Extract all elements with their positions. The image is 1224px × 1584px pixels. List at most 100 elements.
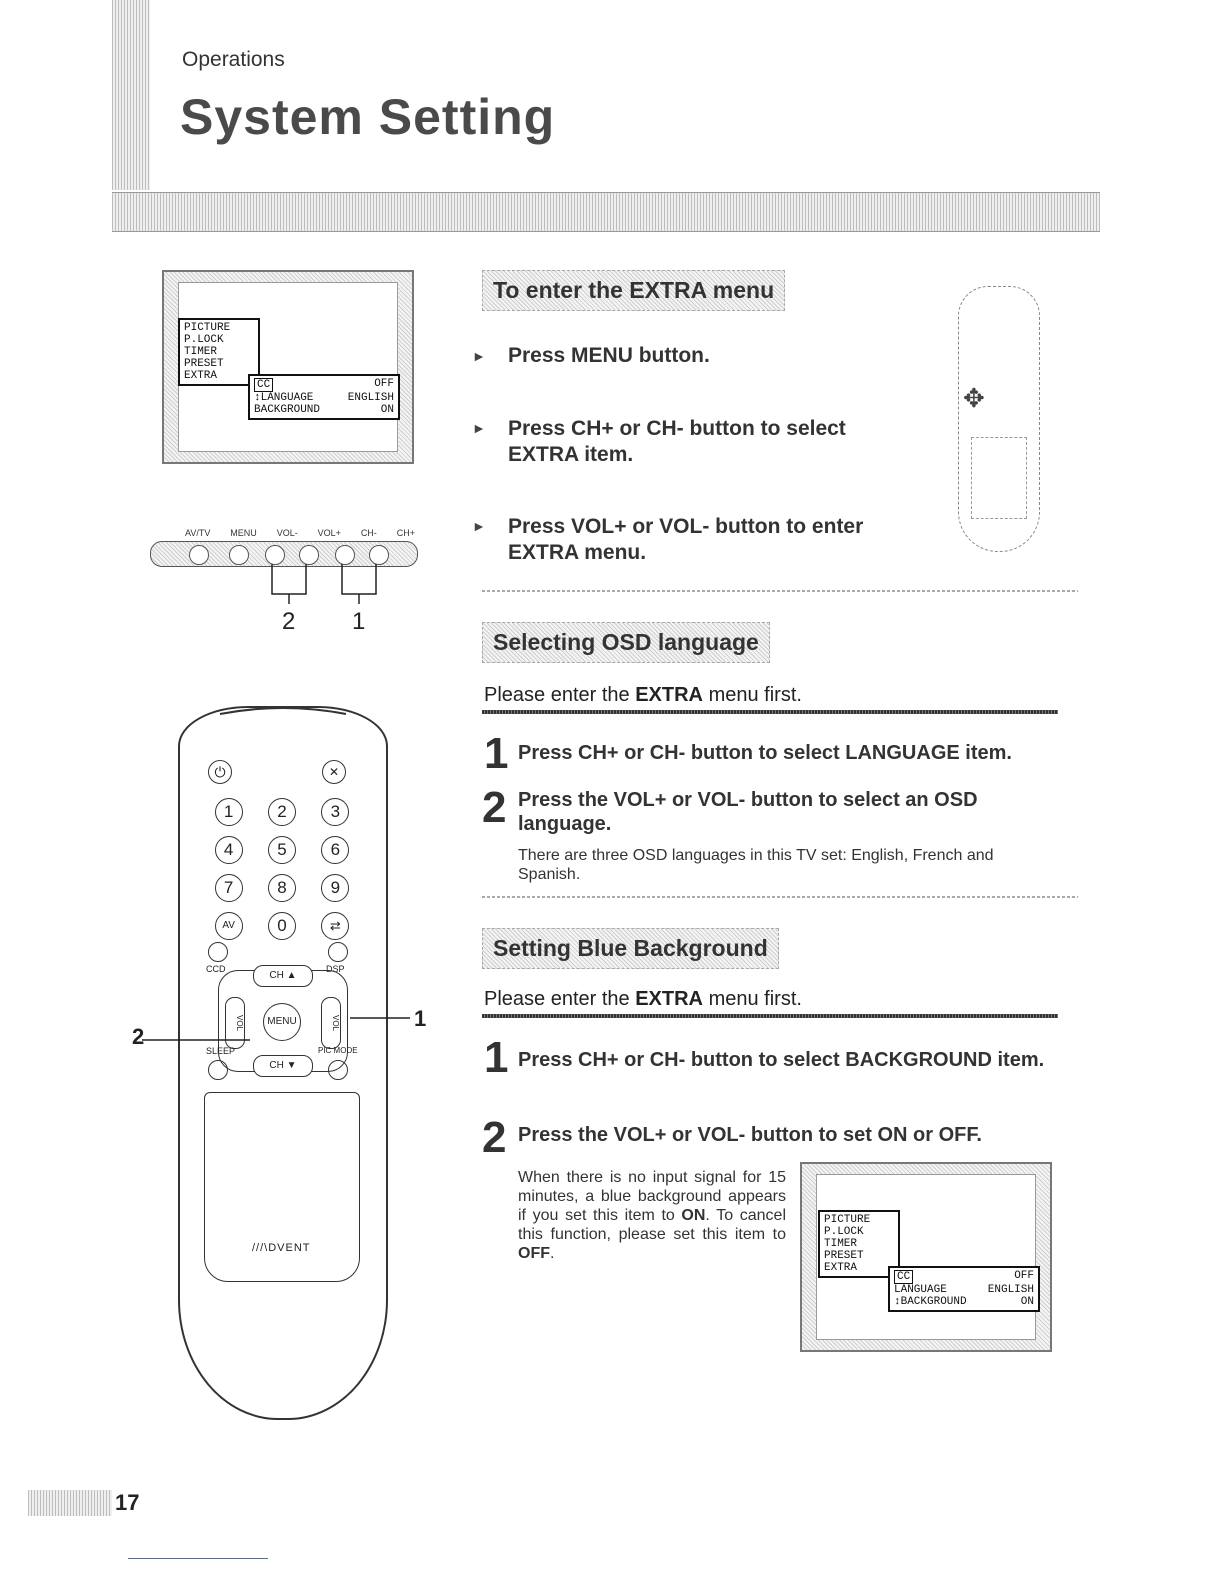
step-text: Press VOL+ or VOL- button to enter EXTRA…	[508, 515, 864, 564]
key-4: 4	[214, 836, 243, 864]
panel-label: VOL-	[276, 528, 298, 538]
note-text: When there is no input signal for 15 min…	[518, 1169, 786, 1224]
step-heading: Press CH+ or CH- button to select BACKGR…	[518, 1049, 1045, 1071]
page-number-tab	[28, 1490, 112, 1516]
intro-text: menu first.	[703, 988, 802, 1010]
step-heading: Press the VOL+ or VOL- button to set ON …	[518, 1124, 982, 1146]
panel-callout-2: 2	[282, 608, 296, 635]
osd-main-menu: PICTURE P.LOCK TIMER PRESET EXTRA	[178, 318, 260, 386]
intro-text: menu first.	[703, 684, 802, 706]
bullet-arrow-icon: ►	[472, 518, 486, 534]
remote-top-curve	[219, 708, 347, 715]
ch-down-button: CH ▼	[253, 1055, 313, 1077]
vol-right-label: VOL	[331, 1014, 340, 1031]
note-text: .	[550, 1245, 555, 1262]
key-av: AV	[214, 912, 243, 940]
step-number: 2	[482, 783, 507, 832]
step-number: 1	[484, 1033, 509, 1082]
ch-up-label: CH	[269, 970, 284, 981]
side-decoration-strip	[112, 0, 150, 190]
key-2: 2	[267, 798, 296, 826]
intro-text: Please enter the	[484, 684, 636, 706]
osd-language-intro: Please enter the EXTRA menu first.	[484, 684, 802, 707]
osd-item: PRESET	[184, 358, 224, 370]
panel-label: AV/TV	[185, 528, 211, 538]
ccd-label: CCD	[206, 964, 226, 974]
panel-button	[229, 545, 249, 565]
panel-label: MENU	[230, 528, 257, 538]
background-label: ↕BACKGROUND	[894, 1296, 967, 1308]
nav-cluster: CH ▲ CH ▼ MENU VOL VOL	[218, 965, 348, 1077]
key-5: 5	[267, 836, 296, 864]
section-rule	[482, 710, 1058, 714]
remote-callout-1: 1	[414, 1006, 427, 1031]
panel-button	[265, 545, 285, 565]
osd-sub-menu: CC OFF ↕LANGUAGE ENGLISH BACKGROUND ON	[248, 374, 400, 420]
panel-label: VOL+	[317, 528, 341, 538]
cc-value: OFF	[1014, 1270, 1034, 1282]
key-3: 3	[321, 798, 350, 826]
tv-panel-labels: AV/TV MENU VOL- VOL+ CH- CH+	[185, 528, 415, 538]
section-heading-blue-background: Setting Blue Background	[482, 928, 779, 969]
remote-mini-lid	[971, 437, 1027, 519]
osd-sub-menu: CC OFF LANGUAGE ENGLISH ↕BACKGROUND ON	[888, 1266, 1040, 1312]
dsp-button	[328, 942, 348, 962]
background-label: BACKGROUND	[254, 404, 321, 416]
divider	[482, 896, 1078, 898]
step-number: 1	[484, 729, 509, 778]
step-number: 2	[482, 1113, 507, 1162]
step-heading: Press the VOL+ or VOL- button to select …	[518, 789, 978, 835]
blue-background-intro: Please enter the EXTRA menu first.	[484, 988, 802, 1011]
osd-item: P.LOCK	[184, 334, 224, 346]
language-label: LANGUAGE	[894, 1284, 947, 1296]
menu-button: MENU	[263, 1003, 301, 1041]
swap-icon: ⇄	[321, 912, 350, 940]
ch-up-button: CH ▲	[253, 965, 313, 987]
panel-button	[189, 545, 209, 565]
panel-button	[335, 545, 355, 565]
background-value: ON	[380, 404, 394, 416]
background-value: ON	[1020, 1296, 1034, 1308]
panel-callout-lines	[271, 564, 377, 604]
panel-button	[299, 545, 319, 565]
step-text: Press MENU button.	[508, 344, 710, 367]
cc-label: CC	[894, 1270, 914, 1284]
cc-label: CC	[254, 378, 274, 392]
page-number: 17	[115, 1490, 140, 1515]
power-icon: ⏻	[208, 760, 232, 784]
sleep-button	[208, 1060, 228, 1080]
header-band	[112, 192, 1100, 232]
section-label: Operations	[182, 48, 285, 71]
note-text: . To cancel this function, please set th…	[518, 1207, 786, 1243]
brand-logo: ///\DVENT	[252, 1242, 311, 1254]
osd-item: PICTURE	[184, 322, 231, 334]
key-7: 7	[214, 874, 243, 902]
panel-button	[369, 545, 389, 565]
blue-background-note: When there is no input signal for 15 min…	[518, 1168, 786, 1263]
osd-item: EXTRA	[824, 1262, 858, 1274]
language-label: ↕LANGUAGE	[254, 392, 314, 404]
language-value: ENGLISH	[987, 1284, 1034, 1296]
osd-item: PRESET	[824, 1250, 864, 1262]
vol-left-label: VOL	[235, 1014, 244, 1031]
dsp-label: DSP	[326, 964, 345, 974]
remote-callout-2: 2	[132, 1024, 145, 1049]
key-9: 9	[321, 874, 350, 902]
osd-item: EXTRA	[184, 370, 218, 382]
page-title: System Setting	[180, 89, 556, 145]
osd-item: TIMER	[184, 346, 218, 358]
step-note: There are three OSD languages in this TV…	[518, 847, 994, 883]
key-1: 1	[214, 798, 243, 826]
remote-control: ⏻ ✕ 1 2 3 4 5 6 7 8 9 AV 0 ⇄ CCD DSP CH …	[178, 706, 388, 1420]
vol-right-button: VOL	[321, 997, 341, 1049]
panel-label: CH-	[360, 528, 377, 538]
key-0: 0	[267, 912, 296, 940]
panel-callout-1: 1	[352, 608, 366, 635]
section-heading-enter-extra: To enter the EXTRA menu	[482, 270, 786, 311]
ccd-button	[208, 942, 228, 962]
remote-lid	[204, 1092, 360, 1282]
nav-arrows-icon: ✥	[963, 383, 985, 413]
cc-value: OFF	[374, 378, 394, 390]
osd-main-menu: PICTURE P.LOCK TIMER PRESET EXTRA	[818, 1210, 900, 1278]
bullet-arrow-icon: ►	[472, 348, 486, 364]
